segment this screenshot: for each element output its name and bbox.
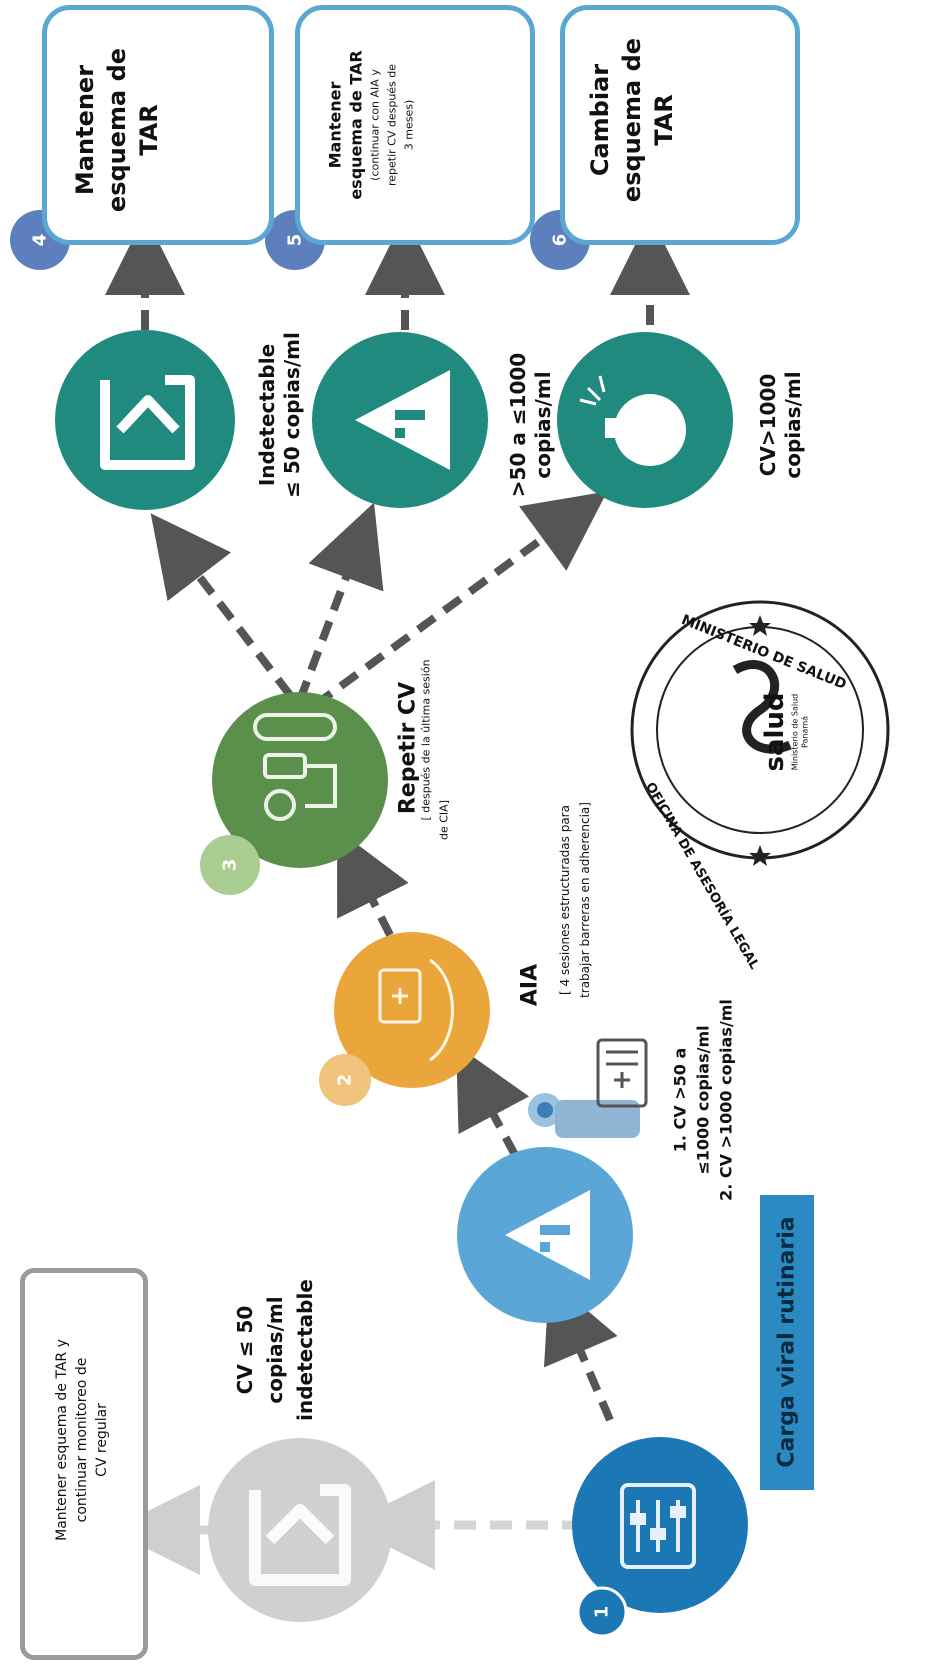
action-5-title-2: esquema de TAR xyxy=(346,50,366,200)
check-arrow-icon xyxy=(249,1484,351,1586)
step-2-number: 2 xyxy=(334,1073,356,1087)
repeat-desc-2: de CIA] xyxy=(437,800,451,840)
star-icon xyxy=(749,845,771,866)
stamp-sub-1: Ministerio de Salud xyxy=(790,693,800,771)
node-mid xyxy=(312,332,488,508)
arrows xyxy=(105,215,690,1575)
node-cv-low xyxy=(208,1438,392,1622)
action-6-line-1: Cambiar xyxy=(586,63,614,177)
step-2-badge xyxy=(319,1054,371,1106)
cv-high-line-2: ≤1000 copias/ml xyxy=(693,1025,713,1175)
mid-line-2: copias/ml xyxy=(531,371,555,479)
step-6-number: 6 xyxy=(549,233,571,247)
arrow-aia-to-repeat xyxy=(337,829,409,937)
action-card-5 xyxy=(295,5,535,245)
step-3-badge xyxy=(200,835,260,895)
mid-line-1: >50 a ≤1000 xyxy=(506,352,530,498)
high-line-1: CV>1000 xyxy=(756,373,780,477)
step-4-number: 4 xyxy=(29,233,51,247)
arrow-repeat-to-undetect xyxy=(150,513,294,698)
action-card-6 xyxy=(560,5,800,245)
action-6-line-2: esquema de xyxy=(618,37,646,203)
step-1-number: 1 xyxy=(591,1605,613,1619)
cv-low-label-3: indetectable xyxy=(293,1279,317,1421)
routine-label-bg xyxy=(760,1195,814,1490)
cv-high-line-1: 1. CV >50 a xyxy=(670,1047,690,1153)
node-alert xyxy=(457,1147,633,1323)
maintain-box-line-2: continuar monitoreo de xyxy=(74,1357,90,1523)
action-5-desc-1: (continuar con AIA y xyxy=(368,69,382,181)
step-1-badge xyxy=(576,1586,628,1638)
report-settings-icon xyxy=(620,1483,696,1569)
action-card-4 xyxy=(42,5,274,245)
step-3-number: 3 xyxy=(219,858,241,872)
node-high xyxy=(557,332,733,508)
repeat-title: Repetir CV xyxy=(395,681,421,815)
node-undetectable xyxy=(55,330,235,510)
arrow-alert-to-aia xyxy=(456,1044,530,1157)
node-repeat-cv xyxy=(200,692,388,895)
arrow-repeat-to-mid xyxy=(296,502,384,702)
step-5-number: 5 xyxy=(284,233,306,247)
arrow-repeat-to-high xyxy=(312,491,608,709)
node-aia xyxy=(319,932,490,1106)
cv-high-line-3: 2. CV >1000 copias/ml xyxy=(716,999,736,1201)
maintain-box-line-3: CV regular xyxy=(94,1403,110,1477)
check-arrow-icon xyxy=(100,375,195,470)
node-routine-test xyxy=(572,1437,748,1638)
aia-desc-1: [ 4 sesiones estructuradas para xyxy=(558,805,572,995)
lab-test-icon xyxy=(253,713,337,821)
action-5-desc-2: repetir CV después de xyxy=(385,63,399,187)
maintain-box-line-1: Mantener esquema de TAR y xyxy=(54,1339,70,1541)
undetectable-line-1: Indetectable xyxy=(255,343,279,487)
action-4-line-3: TAR xyxy=(135,104,163,156)
stamp-logo: salud xyxy=(760,692,790,772)
bomb-icon xyxy=(614,394,686,466)
action-4-line-1: Mantener xyxy=(71,64,99,196)
action-5-title-1: Mantener xyxy=(325,81,345,169)
action-5-desc-3: 3 meses) xyxy=(402,99,416,151)
maintain-box xyxy=(20,1268,148,1660)
cv-low-label-2: copias/ml xyxy=(263,1296,287,1404)
routine-label: Carga viral rutinaria xyxy=(774,1216,800,1468)
counseling-icon xyxy=(528,1038,648,1138)
high-line-2: copias/ml xyxy=(781,371,805,479)
action-6-line-3: TAR xyxy=(650,94,678,146)
cv-low-label-1: CV ≤ 50 xyxy=(233,1305,257,1395)
aia-title: AIA xyxy=(517,963,543,1007)
star-icon xyxy=(749,615,771,636)
undetectable-line-2: ≤ 50 copias/ml xyxy=(280,332,304,498)
action-4-line-2: esquema de xyxy=(103,47,131,213)
medical-care-icon xyxy=(378,958,454,1062)
stamp-sub-2: Panamá xyxy=(800,715,810,749)
repeat-desc-1: [ después de la última sesión xyxy=(419,659,433,821)
arrow-1-to-alert xyxy=(543,1278,618,1422)
aia-desc-2: trabajar barreras en adherencia] xyxy=(578,802,592,998)
